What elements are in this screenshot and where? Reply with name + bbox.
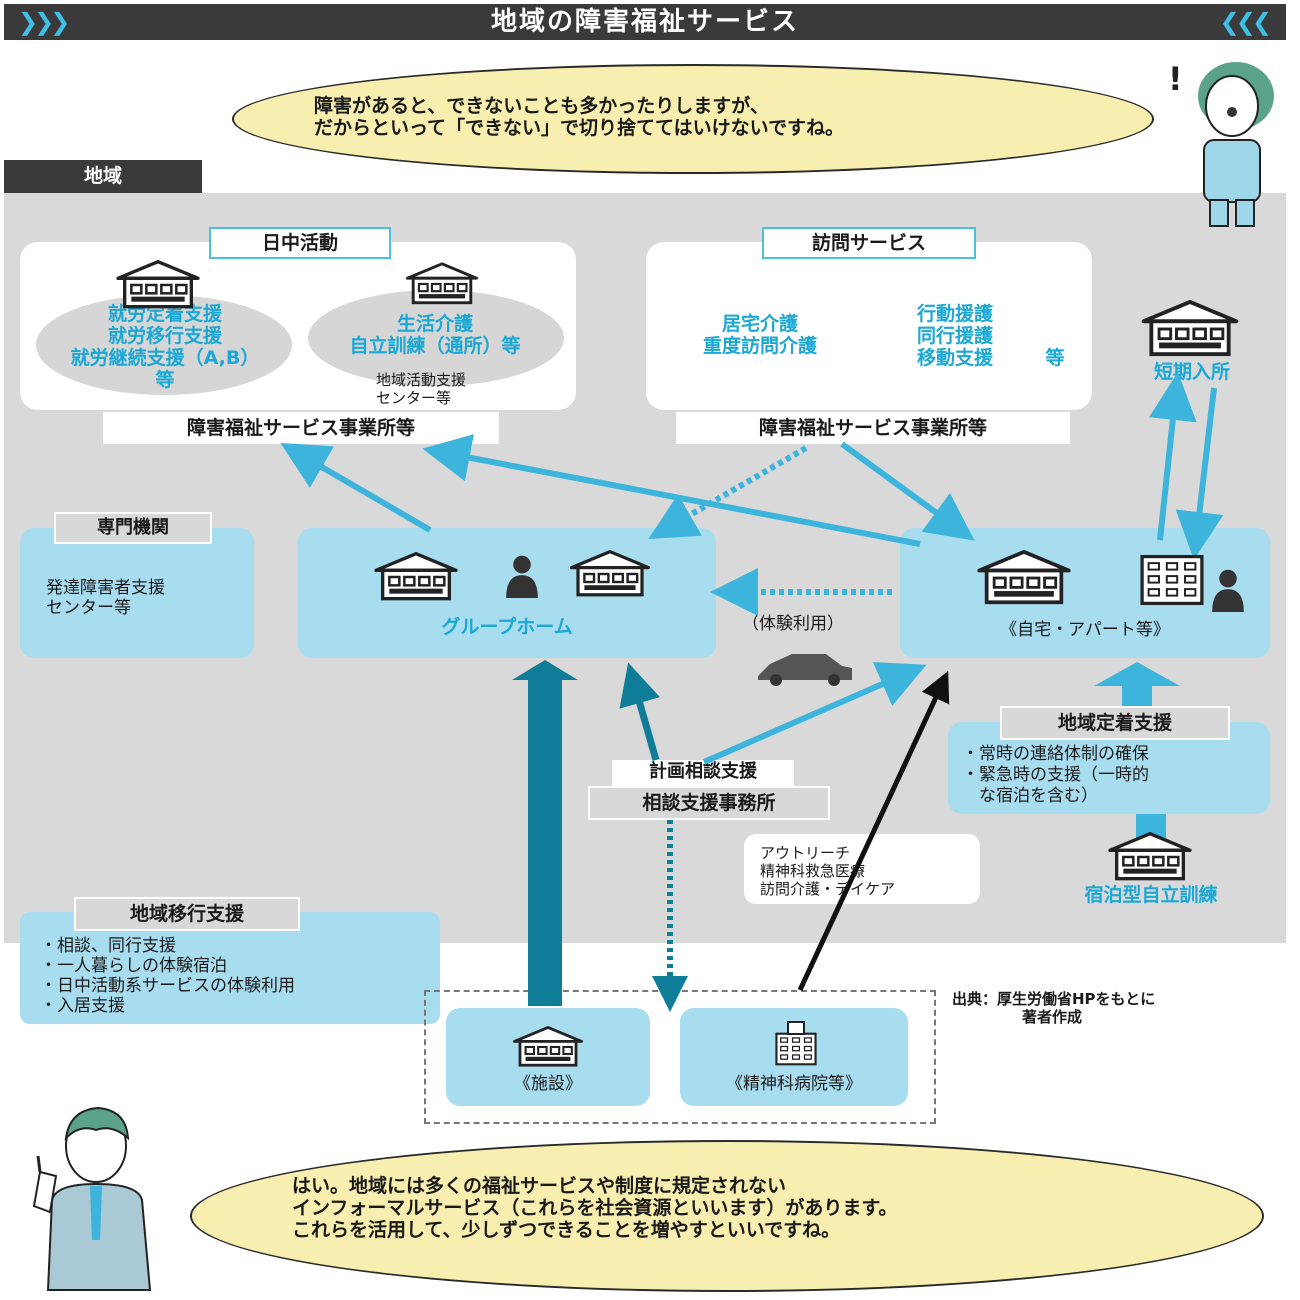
visit-right-item-1: 行動援護 bbox=[916, 303, 993, 325]
hospital-label: 《精神科病院等》 bbox=[726, 1074, 862, 1094]
community-transition-item-4: ・入居支援 bbox=[40, 996, 125, 1016]
page-title: 地域の障害福祉サービス bbox=[490, 7, 799, 37]
day-right-building-icon bbox=[406, 262, 478, 305]
visit-suffix: 等 bbox=[1045, 347, 1065, 369]
left-chevrons-icon: ❯❯❯ bbox=[18, 8, 70, 36]
bottom-bubble-line1: はい。地域には多くの福祉サービスや制度に規定されない bbox=[292, 1175, 787, 1197]
man-character-icon bbox=[32, 1106, 152, 1291]
region-label: 地域 bbox=[4, 160, 202, 193]
plan-consult-bg bbox=[612, 760, 794, 786]
consult-office-tag: 相談支援事務所 bbox=[588, 786, 830, 820]
bottom-bubble-line2: インフォーマルサービス（これらを社会資源といいます）があります。 bbox=[292, 1197, 898, 1219]
plan-consult-label: 計画相談支援 bbox=[649, 761, 757, 782]
right-chevrons-icon: ❮❮❮ bbox=[1219, 8, 1272, 36]
day-left-item-3: 就労継続支援（A,B） bbox=[70, 347, 260, 369]
visit-left-item-2: 重度訪問介護 bbox=[702, 335, 817, 357]
title-bar: ❯❯❯ 地域の障害福祉サービス ❮❮❮ bbox=[4, 4, 1286, 40]
arrow-home-to-short-stay bbox=[1148, 372, 1197, 541]
residential-training-label: 宿泊型自立訓練 bbox=[1084, 884, 1218, 906]
outreach-item-3: 訪問介護・デイケア bbox=[760, 880, 896, 898]
arrow-visit-to-home bbox=[840, 441, 975, 541]
facility-building-icon bbox=[512, 1026, 584, 1068]
bottom-speech-bubble bbox=[190, 1140, 1264, 1292]
arrow-facility-to-gh bbox=[512, 660, 578, 1006]
community-transition-item-3: ・日中活動系サービスの体験利用 bbox=[40, 976, 295, 996]
day-left-building-icon bbox=[116, 260, 200, 309]
short-stay-building-icon bbox=[1144, 302, 1237, 354]
top-bubble-line2: だからといって「できない」で切り捨ててはいけないですね。 bbox=[314, 117, 845, 139]
arrow-settle-to-home bbox=[1094, 662, 1180, 706]
source-line-1: 出典：厚生労働省HPをもとに bbox=[952, 990, 1156, 1008]
specialist-tag: 専門機関 bbox=[54, 512, 212, 544]
training-building-icon bbox=[1110, 834, 1190, 879]
arrow-gh-to-day bbox=[280, 442, 432, 533]
visit-right-item-3: 移動支援 bbox=[916, 347, 993, 369]
visit-service-footer: 障害福祉サービス事業所等 bbox=[676, 412, 1070, 444]
day-left-item-1: 就労定着支援 bbox=[107, 303, 222, 325]
trial-use-label: （体験利用） bbox=[742, 614, 844, 634]
arrow-visit-to-gh-dotted bbox=[648, 445, 808, 540]
work-support-oval bbox=[36, 295, 292, 395]
svg-text:!: ! bbox=[1168, 60, 1183, 98]
specialist-text-1: 発達障害者支援 bbox=[46, 578, 165, 598]
home-label: 《自宅・アパート等》 bbox=[1000, 620, 1170, 640]
car-icon bbox=[758, 654, 852, 680]
hospital-building-icon bbox=[774, 1032, 818, 1066]
group-home-building-icon bbox=[376, 554, 456, 599]
woman-character-icon: ! bbox=[1168, 60, 1274, 227]
day-right-item-1: 生活介護 bbox=[396, 313, 473, 335]
arrow-consult-to-gh bbox=[619, 662, 660, 761]
day-left-item-4: 等 bbox=[155, 369, 175, 391]
person-icon bbox=[506, 555, 538, 598]
person-home-icon bbox=[1212, 569, 1244, 612]
visit-service-tag: 訪問サービス bbox=[762, 227, 976, 259]
day-activity-tag: 日中活動 bbox=[209, 227, 391, 259]
day-note-2: センター等 bbox=[376, 389, 452, 407]
apartment-icon bbox=[1142, 557, 1202, 604]
arrow-short-stay-to-home bbox=[1175, 387, 1224, 560]
community-transition-item-2: ・一人暮らしの体験宿泊 bbox=[40, 956, 227, 976]
arrow-hospital-to-home bbox=[797, 670, 950, 992]
visit-right-item-2: 同行援護 bbox=[916, 325, 993, 347]
community-transition-item-1: ・相談、同行支援 bbox=[40, 936, 176, 956]
arrow-consult-to-home bbox=[702, 662, 927, 765]
community-transition-tag: 地域移行支援 bbox=[74, 897, 300, 931]
top-bubble-line1: 障害があると、できないことも多かったりしますが、 bbox=[314, 95, 769, 117]
visit-service-panel bbox=[646, 242, 1092, 410]
home-house-icon bbox=[979, 552, 1069, 602]
community-settle-item-1: ・常時の連絡体制の確保 bbox=[962, 744, 1149, 764]
day-left-item-2: 就労移行支援 bbox=[107, 325, 222, 347]
day-right-item-2: 自立訓練（通所）等 bbox=[349, 335, 521, 357]
top-speech-bubble bbox=[232, 64, 1154, 174]
life-care-oval bbox=[308, 290, 564, 386]
outreach-box bbox=[744, 834, 980, 904]
specialist-box bbox=[20, 528, 254, 658]
bottom-bubble-line3: これらを活用して、少しずつできることを増やすといいですね。 bbox=[292, 1219, 841, 1241]
visit-left-item-1: 居宅介護 bbox=[721, 313, 798, 335]
source-line-2: 著者作成 bbox=[1022, 1008, 1083, 1026]
community-settle-tag: 地域定着支援 bbox=[1000, 706, 1230, 740]
outreach-item-2: 精神科救急医療 bbox=[760, 862, 866, 880]
community-settle-item-2: ・緊急時の支援（一時的 bbox=[962, 765, 1149, 785]
group-home-label: グループホーム bbox=[441, 616, 573, 638]
day-note-1: 地域活動支援 bbox=[376, 371, 467, 389]
outreach-item-1: アウトリーチ bbox=[760, 844, 851, 862]
group-home-building-2-icon bbox=[572, 552, 649, 595]
specialist-text-2: センター等 bbox=[46, 598, 131, 618]
facility-label: 《施設》 bbox=[514, 1074, 582, 1094]
community-settle-item-3: な宿泊を含む） bbox=[962, 786, 1098, 806]
hospital-cross-icon bbox=[787, 1021, 805, 1035]
arrow-home-to-day bbox=[422, 434, 921, 547]
